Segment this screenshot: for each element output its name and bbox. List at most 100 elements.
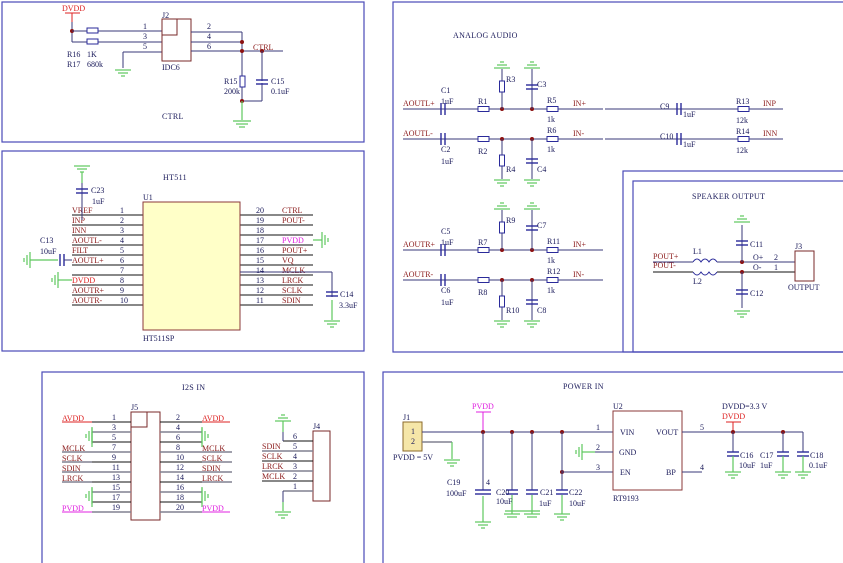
j2-pin-3: 3 [143,32,147,41]
resistor-r17 [86,38,99,45]
u1-pin-number: 11 [256,296,264,305]
j5-pin-number: 8 [176,443,180,452]
res-ref: R10 [506,306,519,315]
u1-pin-number: 8 [120,276,124,285]
res-ref: R1 [478,97,487,106]
j4-pin-number: 4 [293,452,297,461]
net-label-in: IN+ [573,99,586,108]
cap-ref: C10 [660,132,673,141]
u1-pin-number: 15 [256,256,264,265]
u2-pin-bp: BP [666,468,676,477]
j2-ref: J2 [162,11,169,20]
c21-value: 1uF [539,499,552,508]
resistor [477,277,490,283]
j5-net-label: SCLK [202,454,223,463]
cap-ref: C6 [441,286,450,295]
cap-value: 1uF [441,298,454,307]
c19-value: 100uF [446,489,467,498]
u1-pin-number: 12 [256,286,264,295]
u2-pin-vin: VIN [620,428,634,437]
inductor-l1 [692,258,718,263]
panel-ctrl [1,1,365,143]
j5-pin-number: 2 [176,413,180,422]
c14-ref: C14 [340,290,353,299]
j2-pin-1: 1 [143,22,147,31]
net-label-aoutr-minusplus: AOUTR+ [403,240,436,249]
res-value: 12k [736,116,748,125]
res-value: 1k [547,286,555,295]
j5-ref: J5 [131,403,138,412]
resistor [546,106,559,112]
resistor [477,136,490,142]
j4-pin-number: 2 [293,472,297,481]
u2-part: RT9193 [613,494,639,503]
u1-net-label: FILT [72,246,88,255]
u1-net-label: VQ [282,256,294,265]
section-title-ht511: HT511 [163,173,187,182]
c20-value: 10uF [496,497,513,506]
u1-net-label: INN [72,226,86,235]
j5-net-label: LRCK [62,474,84,483]
u1-pin-number: 9 [120,286,124,295]
j3-ref: J3 [795,242,802,251]
c22-value: 10uF [569,499,586,508]
u2-pin4-num: 4 [700,463,704,472]
net-label-dvdd-power: DVDD [722,412,745,421]
res-ref: R3 [506,75,515,84]
j5-pin-number: 16 [176,483,184,492]
u1-net-label: INP [72,216,85,225]
u1-pin-number: 17 [256,236,264,245]
net-label-in: IN+ [573,240,586,249]
u2-ref: U2 [613,402,623,411]
j5-pin-number: 7 [112,443,116,452]
j3-part: OUTPUT [788,283,820,292]
resistor [546,247,559,253]
j3-pin-1: 1 [774,263,778,272]
u1-net-label: SCLK [282,286,303,295]
net-label-pout-minus: POUT- [653,261,676,270]
net-label-pvdd: PVDD [472,402,494,411]
c18-ref: C18 [810,451,823,460]
j2-part: IDC6 [162,63,180,72]
res-value: 1k [547,145,555,154]
u1-pin-number: 2 [120,216,124,225]
res-value: 1k [547,256,555,265]
j4-net-label: SDIN [262,442,281,451]
j4-ref: J4 [313,422,320,431]
cap-value: 1uF [683,110,696,119]
cap-ref: C4 [537,165,546,174]
resistor [499,221,505,234]
j4-pin-number: 6 [293,432,297,441]
panel-power-in [382,371,843,563]
u1-net-label: AOUTL+ [72,256,104,265]
u1-net-label: LRCK [282,276,304,285]
chip-u2 [612,410,683,491]
j2-pin-6: 6 [207,42,211,51]
j4-net-label: MCLK [262,472,285,481]
c12-ref: C12 [750,289,763,298]
res-ref: R5 [547,96,556,105]
u1-net-label: MCLK [282,266,305,275]
connector-j5 [130,411,161,521]
r15-value: 200k [224,87,240,96]
j5-pin-number: 3 [112,423,116,432]
section-title-analog-audio: ANALOG AUDIO [453,31,518,40]
c13-value: 10uF [40,247,57,256]
j5-net-label: SDIN [62,464,81,473]
res-ref: R7 [478,238,487,247]
j5-pin-number: 9 [112,453,116,462]
u1-part: HT511SP [143,334,175,343]
c23-value: 1uF [92,197,105,206]
u1-pin-number: 10 [120,296,128,305]
u2-pin1-num: 1 [596,423,600,432]
net-label-dvdd: DVDD [62,4,85,13]
r16-ref: R16 [67,50,80,59]
net-label-in: IN- [573,129,584,138]
panel-speaker-output [632,180,843,353]
cap-value: 1uF [441,238,454,247]
j4-pin-number: 1 [293,482,297,491]
cap-value: 1uF [441,97,454,106]
u1-net-label: SDIN [282,296,301,305]
res-ref: R6 [547,126,556,135]
